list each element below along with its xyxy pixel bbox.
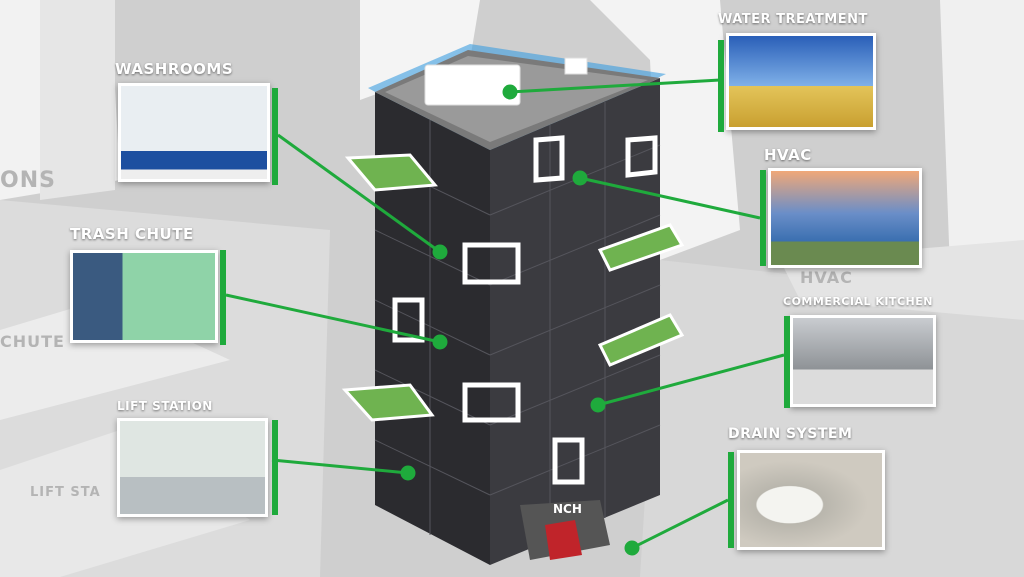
photo-drain-system xyxy=(737,450,885,550)
callout-label-lift-station: LIFT STATION xyxy=(117,399,213,413)
accent-bar xyxy=(784,316,790,408)
accent-bar xyxy=(272,420,278,515)
photo-lift-station xyxy=(117,418,268,517)
callout-label-drain-system: DRAIN SYSTEM xyxy=(728,426,853,442)
ghost-text-washrooms: ONS xyxy=(0,168,56,193)
accent-bar xyxy=(728,452,734,548)
accent-bar xyxy=(220,250,226,345)
callout-label-trash-chute: TRASH CHUTE xyxy=(70,225,194,243)
callout-label-hvac: HVAC xyxy=(764,146,812,164)
callout-label-water-treatment: WATER TREATMENT xyxy=(718,12,868,27)
photo-trash-chute xyxy=(70,250,218,343)
callout-label-commercial-kitchen: COMMERCIAL KITCHEN xyxy=(783,295,933,308)
ghost-text-chute: CHUTE xyxy=(0,332,65,351)
photo-water-treatment xyxy=(726,33,876,130)
photo-washrooms xyxy=(118,83,270,182)
ghost-text-hvac: HVAC xyxy=(800,268,853,287)
accent-bar xyxy=(272,88,278,185)
photo-commercial-kitchen xyxy=(790,315,936,407)
photo-hvac xyxy=(768,168,922,268)
accent-bar xyxy=(760,170,766,266)
ghost-text-lift: LIFT STA xyxy=(30,485,101,500)
nch-sign: NCH xyxy=(553,502,582,516)
accent-bar xyxy=(718,40,724,132)
callout-label-washrooms: WASHROOMS xyxy=(115,60,234,78)
